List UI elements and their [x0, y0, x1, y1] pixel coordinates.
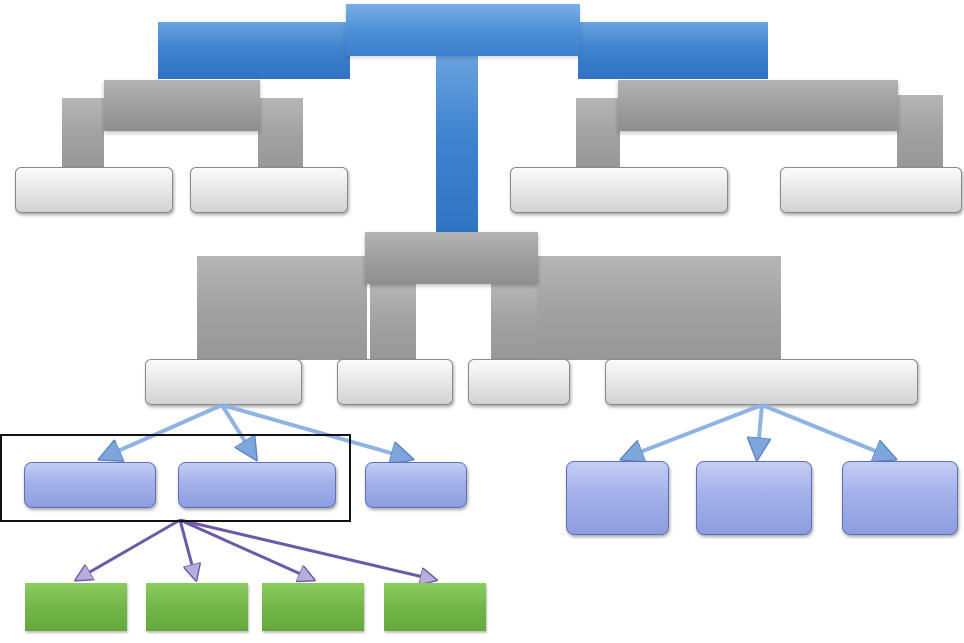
- arrow-8-to-sub-4: [622, 403, 763, 459]
- arrow-5-to-sub-3: [221, 403, 412, 459]
- center-branch-left-wing: [197, 256, 367, 360]
- arrow-8-to-sub-5: [757, 404, 762, 459]
- leaf-node-5[interactable]: [145, 359, 302, 405]
- arrow-5-to-sub-1: [100, 403, 223, 459]
- root-right-arm: [578, 22, 768, 79]
- green-node-2[interactable]: [146, 583, 248, 631]
- leaf-node-7[interactable]: [468, 359, 570, 405]
- arrow-group-to-green-2: [178, 519, 196, 580]
- center-branch-right-wing: [536, 256, 781, 360]
- root-node[interactable]: [346, 4, 580, 56]
- arrow-8-to-sub-6: [761, 403, 895, 459]
- left-branch-right-leg: [258, 98, 303, 170]
- green-node-1[interactable]: [25, 583, 127, 631]
- left-branch-node[interactable]: [104, 80, 260, 131]
- sub-node-1[interactable]: [24, 462, 156, 508]
- sub-node-5[interactable]: [696, 461, 812, 535]
- sub-node-2[interactable]: [178, 462, 336, 508]
- center-branch-inner-left-leg: [370, 282, 416, 360]
- left-branch-left-leg: [62, 98, 104, 170]
- sub-node-4[interactable]: [566, 461, 669, 535]
- leaf-node-6[interactable]: [337, 359, 453, 405]
- green-node-3[interactable]: [262, 583, 364, 631]
- sub-node-3[interactable]: [365, 462, 467, 508]
- leaf-node-3[interactable]: [510, 167, 728, 213]
- arrow-group-to-green-3: [179, 518, 314, 580]
- arrow-group-to-green-1: [76, 518, 181, 580]
- center-branch-node[interactable]: [365, 232, 538, 284]
- leaf-node-4[interactable]: [780, 167, 962, 213]
- center-branch-inner-right-leg: [491, 282, 537, 360]
- right-branch-node[interactable]: [618, 80, 898, 131]
- leaf-node-2[interactable]: [190, 167, 348, 213]
- right-branch-right-leg: [897, 95, 943, 167]
- arrow-5-to-sub-2: [220, 403, 256, 459]
- root-left-arm: [158, 22, 350, 79]
- root-trunk: [436, 54, 478, 236]
- leaf-node-1[interactable]: [15, 167, 173, 213]
- sub-node-6[interactable]: [842, 461, 958, 535]
- right-branch-left-leg: [576, 98, 620, 170]
- arrow-group-to-green-4: [179, 518, 436, 580]
- selection-frame[interactable]: [0, 434, 351, 522]
- green-node-4[interactable]: [384, 583, 486, 631]
